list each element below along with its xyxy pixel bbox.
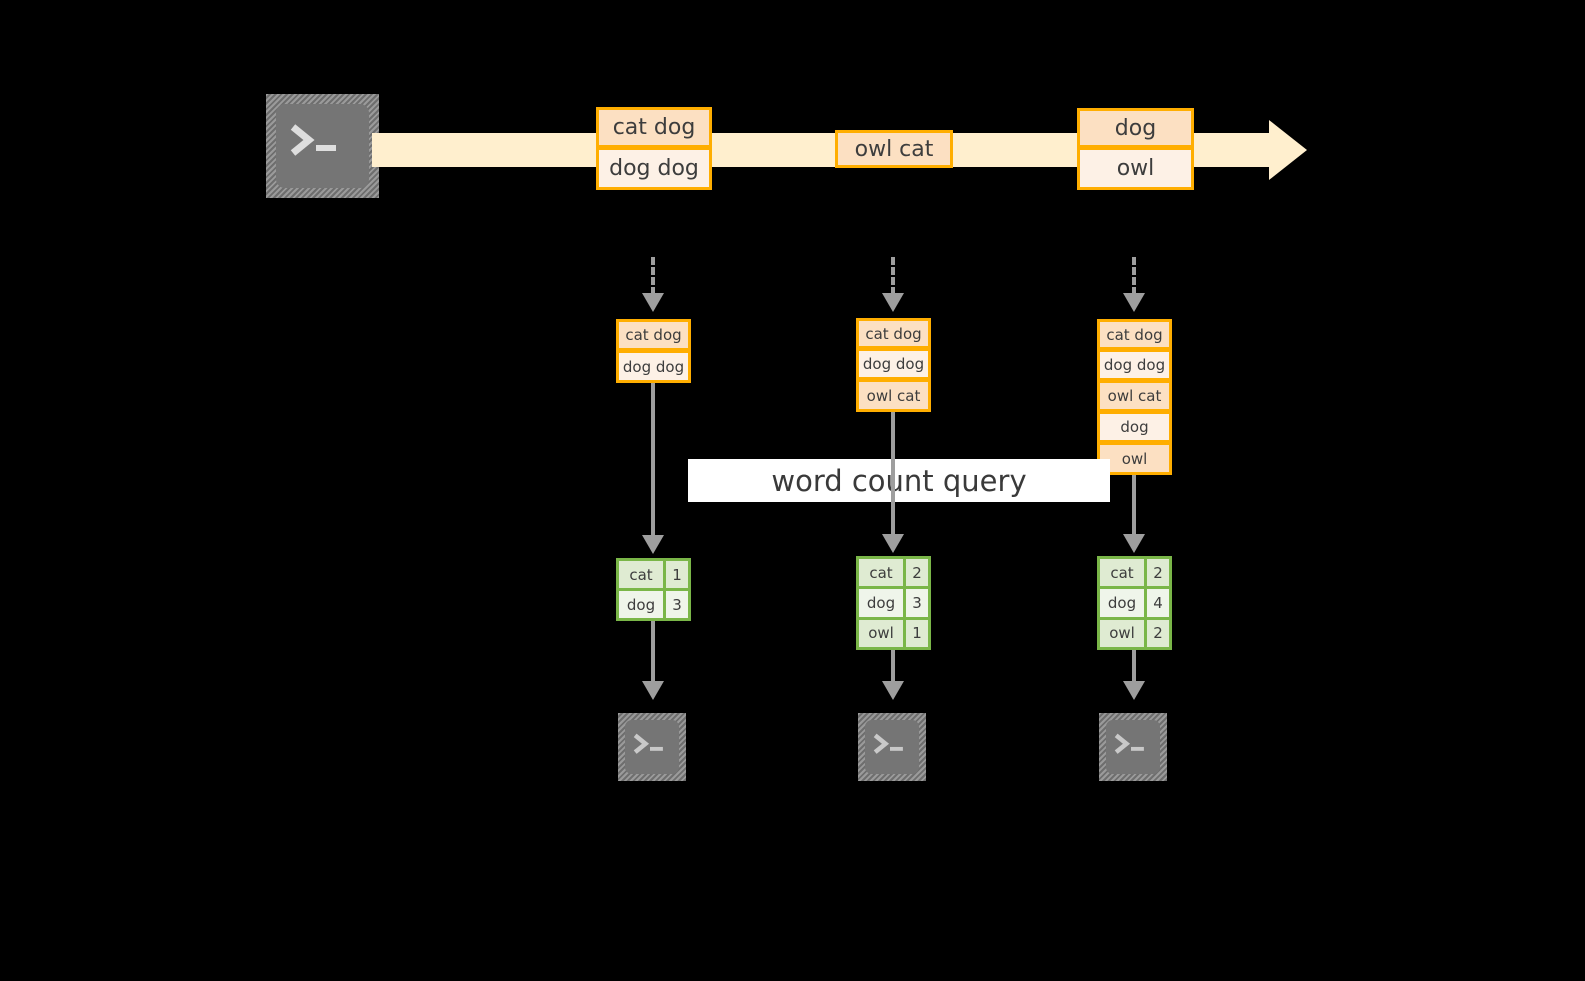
snapshot-event: dog dog — [616, 351, 691, 383]
result-word: dog — [619, 591, 663, 618]
stream-event: owl — [1077, 148, 1194, 190]
snapshot-event: cat dog — [856, 318, 931, 349]
result-word: cat — [1100, 559, 1144, 587]
stream-event: dog — [1077, 108, 1194, 148]
result-output-arrowhead-2 — [882, 681, 904, 700]
snapshot-trigger-line-1 — [651, 257, 655, 295]
result-word: owl — [859, 619, 903, 647]
query-flow-line-1 — [651, 383, 655, 538]
result-output-arrowhead-3 — [1123, 681, 1145, 700]
snapshot-stack-1: cat dog dog dog — [616, 319, 691, 383]
result-row: owl 1 — [859, 616, 928, 647]
result-count: 2 — [1144, 619, 1169, 647]
stream-group-3: dog owl — [1077, 108, 1194, 190]
result-count: 3 — [903, 589, 928, 617]
result-output-line-3 — [1132, 650, 1136, 683]
result-word: owl — [1100, 619, 1144, 647]
result-count: 1 — [663, 561, 688, 588]
result-table-1: cat 1 dog 3 — [616, 558, 691, 621]
stream-group-1: cat dog dog dog — [596, 107, 712, 190]
snapshot-trigger-arrowhead-3 — [1123, 293, 1145, 312]
result-count: 1 — [903, 619, 928, 647]
result-word: cat — [619, 561, 663, 588]
result-output-line-2 — [891, 650, 895, 683]
query-flow-arrowhead-3 — [1123, 534, 1145, 553]
prompt-glyph-icon — [291, 124, 337, 156]
result-count: 3 — [663, 591, 688, 618]
snapshot-trigger-line-3 — [1132, 257, 1136, 295]
result-count: 2 — [1144, 559, 1169, 587]
result-row: owl 2 — [1100, 616, 1169, 647]
sink-terminal-icon-3 — [1099, 713, 1167, 781]
result-count: 4 — [1144, 589, 1169, 617]
snapshot-trigger-arrowhead-1 — [642, 293, 664, 312]
result-row: dog 3 — [859, 586, 928, 617]
stream-group-2: owl cat — [835, 130, 953, 168]
result-table-3: cat 2 dog 4 owl 2 — [1097, 556, 1172, 650]
terminal-screen — [865, 720, 919, 774]
snapshot-event: dog dog — [856, 349, 931, 380]
query-flow-arrowhead-1 — [642, 535, 664, 554]
result-word: dog — [859, 589, 903, 617]
stream-event: dog dog — [596, 148, 712, 190]
prompt-glyph-icon — [634, 733, 664, 754]
sink-terminal-icon-2 — [858, 713, 926, 781]
result-count: 2 — [903, 559, 928, 587]
terminal-screen — [1106, 720, 1160, 774]
sink-terminal-icon-1 — [618, 713, 686, 781]
result-output-arrowhead-1 — [642, 681, 664, 700]
snapshot-event: cat dog — [1097, 319, 1172, 350]
source-terminal-icon — [266, 94, 379, 198]
result-row: cat 1 — [619, 561, 688, 588]
stream-event: owl cat — [835, 130, 953, 168]
snapshot-event: dog dog — [1097, 350, 1172, 381]
snapshot-event: dog — [1097, 412, 1172, 443]
terminal-screen — [276, 104, 369, 188]
prompt-glyph-icon — [874, 733, 904, 754]
snapshot-stack-2: cat dog dog dog owl cat — [856, 318, 931, 412]
terminal-screen — [625, 720, 679, 774]
snapshot-trigger-line-2 — [891, 257, 895, 295]
query-flow-line-2-overlay — [891, 459, 895, 502]
prompt-glyph-icon — [1115, 733, 1145, 754]
result-row: dog 4 — [1100, 586, 1169, 617]
snapshot-event: owl cat — [856, 380, 931, 412]
snapshot-event: cat dog — [616, 319, 691, 351]
snapshot-trigger-arrowhead-2 — [882, 293, 904, 312]
result-row: cat 2 — [1100, 559, 1169, 587]
query-label-band: word count query — [688, 459, 1110, 502]
result-output-line-1 — [651, 621, 655, 683]
query-flow-arrowhead-2 — [882, 534, 904, 553]
snapshot-stack-3: cat dog dog dog owl cat dog owl — [1097, 319, 1172, 475]
event-stream-arrowhead — [1269, 120, 1307, 180]
query-flow-line-3 — [1132, 475, 1136, 537]
result-table-2: cat 2 dog 3 owl 1 — [856, 556, 931, 650]
result-word: dog — [1100, 589, 1144, 617]
stream-event: cat dog — [596, 107, 712, 148]
result-word: cat — [859, 559, 903, 587]
snapshot-event: owl cat — [1097, 381, 1172, 412]
result-row: dog 3 — [619, 588, 688, 618]
result-row: cat 2 — [859, 559, 928, 587]
